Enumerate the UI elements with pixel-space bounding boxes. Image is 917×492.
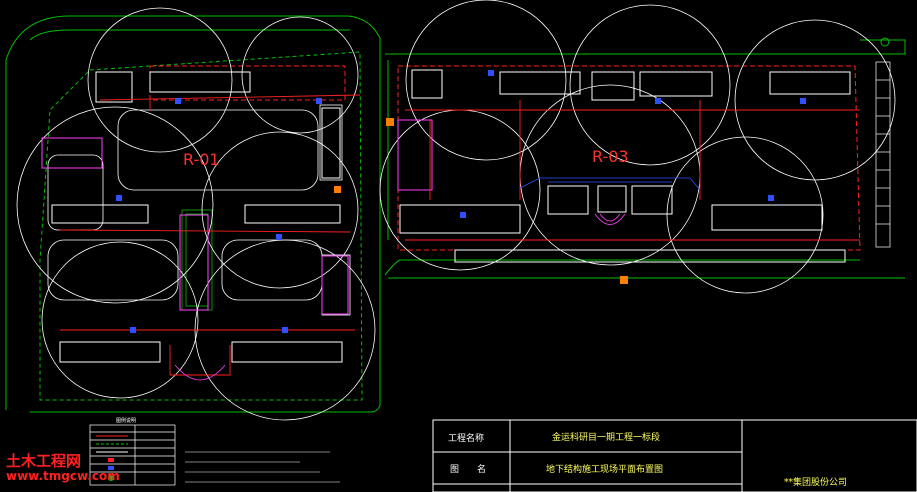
title-block — [432, 419, 917, 492]
zone-label-left: R-01 — [183, 150, 220, 169]
buildings-right — [397, 69, 851, 263]
tower-crane-marker — [460, 212, 466, 218]
zone-label-right: R-03 — [592, 147, 629, 166]
residential-building — [411, 69, 443, 99]
north-arrow-icon — [880, 37, 890, 47]
residential-building — [597, 185, 627, 213]
residential-building — [149, 71, 251, 93]
residential-building — [95, 71, 133, 103]
project-name-label: 工程名称 — [448, 434, 485, 444]
entrance-plaza — [174, 213, 626, 381]
general-notes — [185, 451, 340, 483]
crane-radius-circle — [201, 131, 359, 289]
construction-fence-left — [39, 51, 363, 401]
residential-building — [499, 71, 581, 95]
watermark-site-name: 土木工程网 — [6, 452, 82, 470]
equipment-markers — [116, 70, 806, 333]
temporary-facility — [321, 255, 349, 315]
tower-crane-marker — [768, 195, 774, 201]
residential-building — [321, 107, 341, 179]
drawing-name-label: 图名 — [450, 465, 505, 475]
tower-crane-marker — [175, 98, 181, 104]
legend-box — [89, 424, 176, 486]
tower-crane-marker — [800, 98, 806, 104]
residential-building — [591, 71, 635, 101]
tower-crane-marker — [276, 234, 282, 240]
residential-building — [547, 185, 589, 215]
tower-crane-marker — [282, 327, 288, 333]
gate-marker — [386, 118, 394, 126]
drainage-lines — [519, 177, 701, 191]
crane-radius-circle — [666, 136, 824, 294]
residential-building — [231, 341, 343, 363]
temporary-office — [41, 137, 103, 169]
buildings-left — [41, 71, 349, 363]
residential-building — [399, 204, 521, 234]
crane-radius-circle — [16, 106, 214, 304]
crane-radius-circle — [41, 241, 199, 399]
site-boundary — [5, 15, 906, 413]
residential-building — [639, 71, 713, 97]
tower-crane-marker — [316, 98, 322, 104]
residential-building — [631, 185, 673, 215]
temporary-facility — [179, 214, 209, 311]
residential-building — [769, 71, 851, 95]
legend-title: 图例说明 — [116, 417, 136, 424]
temporary-office — [397, 119, 433, 191]
tower-crane-marker — [130, 327, 136, 333]
tower-crane-marker — [655, 98, 661, 104]
project-name-value: 金运科研目一期工程一标段 — [552, 433, 661, 443]
residential-building — [59, 341, 161, 363]
crane-radius-circle — [241, 16, 359, 134]
temporary-pipelines — [59, 94, 860, 376]
tower-crane-marker — [488, 70, 494, 76]
crane-radius-circle — [569, 4, 731, 166]
watermark-url: www.tmgcw.com — [6, 469, 120, 483]
material-yard-strip — [454, 249, 846, 263]
gate-marker — [620, 276, 628, 284]
company-name: **集团股份公司 — [784, 478, 848, 488]
signage-column — [875, 61, 891, 248]
tower-crane-marker — [116, 195, 122, 201]
residential-building — [711, 204, 823, 231]
crane-radius-circle — [87, 7, 233, 153]
residential-building — [244, 204, 341, 224]
residential-building — [51, 204, 149, 224]
gate-marker — [334, 186, 341, 193]
legend-symbols — [96, 435, 128, 481]
site-gates — [334, 118, 628, 284]
crane-radius-circle — [405, 0, 567, 161]
drawing-name-value: 地下结构施工现场平面布置图 — [546, 465, 664, 475]
